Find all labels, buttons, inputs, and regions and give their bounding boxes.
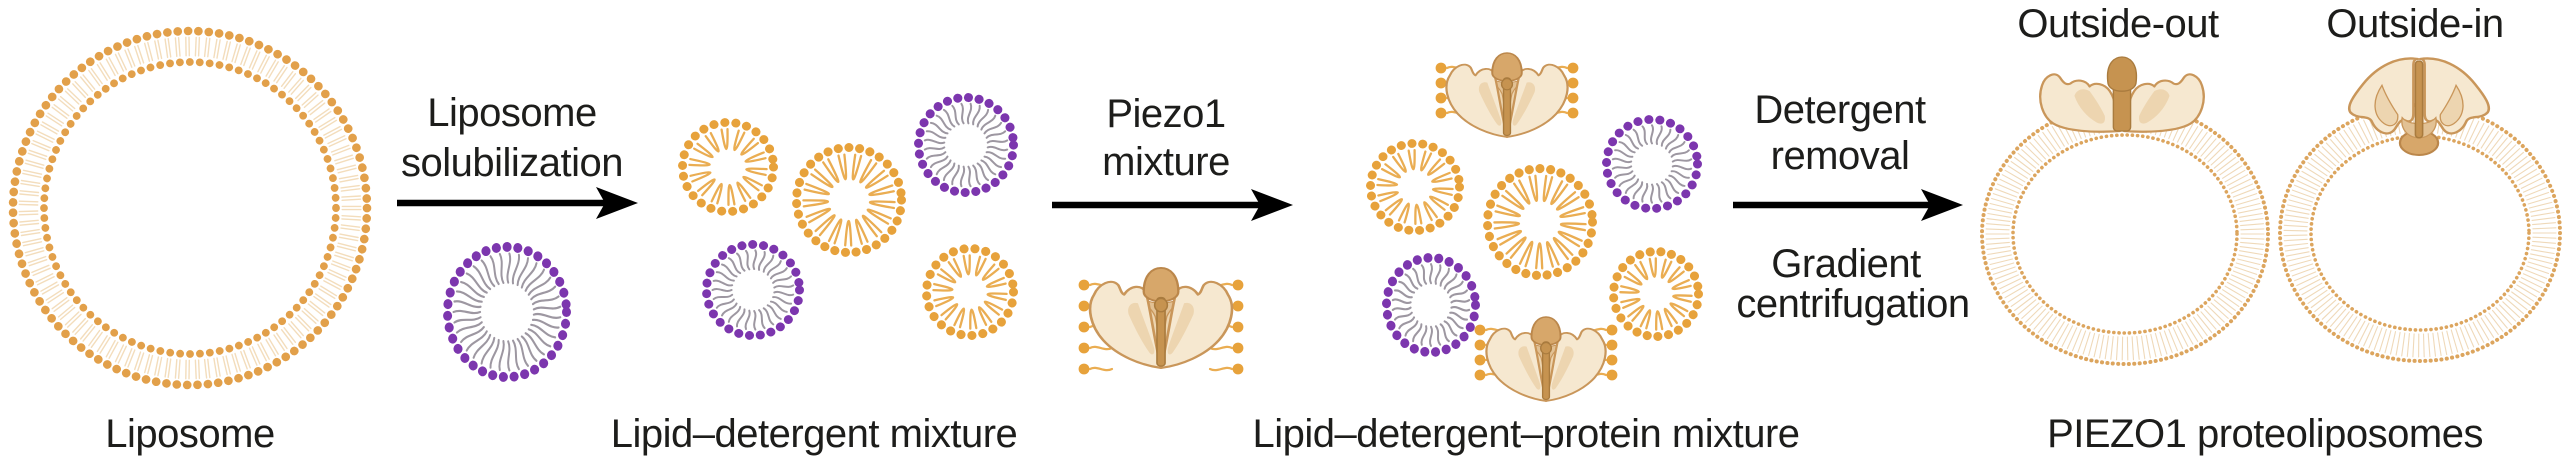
proteoliposome-outside-out-icon [1980,55,2270,366]
arrow1-label-line1: Liposome [427,91,597,135]
outside-out-label: Outside-out [2017,2,2219,46]
arrow2-label-line2: mixture [1102,140,1230,184]
arrow3-label-bottom2: centrifugation [1736,282,1970,326]
stage3-label: Lipid–detergent–protein mixture [1252,412,1800,456]
lipid-detergent-micelles-icon [443,93,1018,383]
stage4-label: PIEZO1 proteoliposomes [2047,412,2483,456]
piezo1-detergent-complex-icon [1078,266,1244,375]
arrow-right-icon [397,187,638,219]
arrow3-label-bottom1: Gradient [1771,242,1921,286]
arrow1-label-line2: solubilization [400,141,624,185]
arrow-right-icon [1052,189,1293,221]
arrow3-label-top1: Detergent [1754,88,1926,132]
outside-in-label: Outside-in [2326,2,2504,46]
liposome-icon [8,26,372,390]
lipid-detergent-protein-mixture-icon [1366,51,1703,403]
arrow3-label-top2: removal [1770,134,1910,178]
arrow-right-icon [1733,189,1963,221]
proteoliposome-outside-in-icon [2278,57,2562,363]
stage1-label: Liposome [105,412,275,456]
stage2-label: Lipid–detergent mixture [610,412,1018,456]
arrow2-label-line1: Piezo1 [1106,92,1226,136]
